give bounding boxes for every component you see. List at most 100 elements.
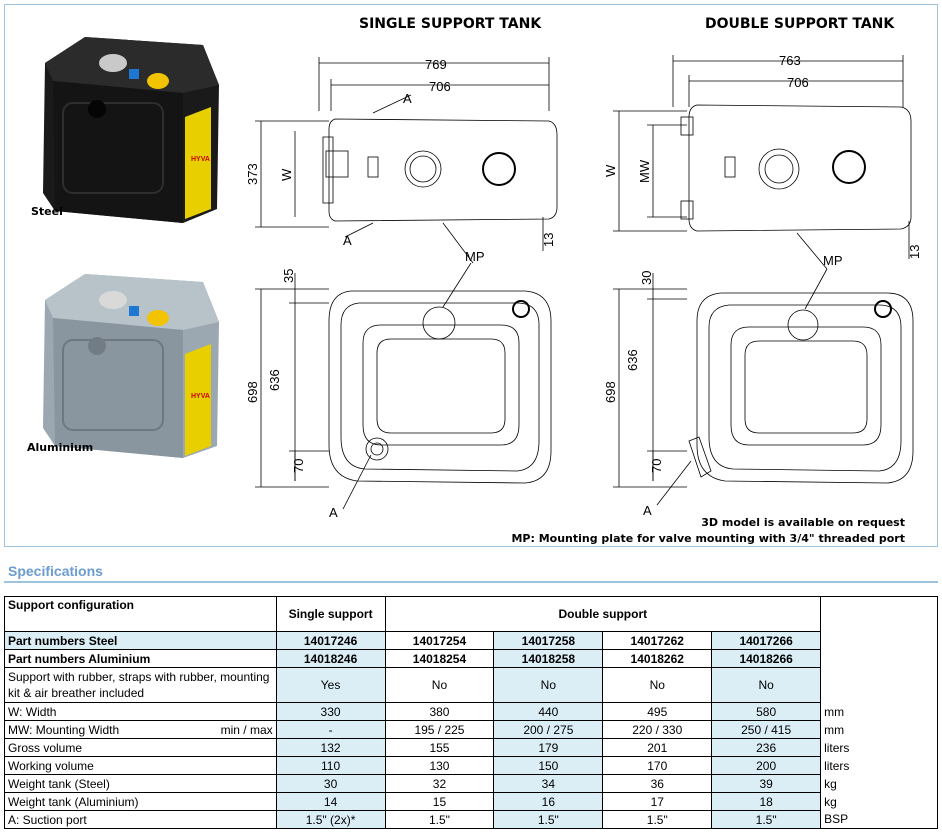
table-cell: 1.5" (2x)* xyxy=(275,810,386,829)
table-cell: 14018246 xyxy=(275,649,386,668)
table-cell: 155 xyxy=(384,738,495,757)
single-dim-70: 70 xyxy=(291,459,306,473)
table-cell: Yes xyxy=(275,667,386,703)
table-cell: 14017266 xyxy=(711,631,822,650)
double-dim-mw: MW xyxy=(637,159,652,183)
row-label: Weight tank (Steel) xyxy=(4,774,277,793)
single-dim-a-plan: A xyxy=(329,505,338,520)
double-dim-706: 706 xyxy=(787,75,809,90)
unit-cell: kg xyxy=(820,774,938,793)
table-cell: 32 xyxy=(384,774,495,793)
table-cell: 195 / 225 xyxy=(384,720,495,739)
table-cell: 1.5" xyxy=(711,810,822,829)
row-label: MW: Mounting Width min / max xyxy=(4,720,277,739)
single-dim-a-bottom: A xyxy=(343,233,352,248)
single-dim-769: 769 xyxy=(425,57,447,72)
double-dim-13: 13 xyxy=(907,245,922,259)
single-dim-13: 13 xyxy=(541,233,556,247)
table-cell: 14 xyxy=(275,792,386,811)
row-label: W: Width xyxy=(4,702,277,721)
table-cell: 220 / 330 xyxy=(602,720,713,739)
single-dim-35: 35 xyxy=(281,269,296,283)
specifications-heading: Specifications xyxy=(8,563,103,579)
unit-cell: BSP xyxy=(820,810,938,829)
single-dim-mp: MP xyxy=(465,249,485,264)
double-dim-636: 636 xyxy=(625,349,640,371)
table-cell: 1.5" xyxy=(602,810,713,829)
aluminium-tank-render: HYVA xyxy=(43,274,219,458)
table-cell: 30 xyxy=(275,774,386,793)
table-cell: 14017254 xyxy=(384,631,495,650)
label-support: Support with rubber, straps with rubber,… xyxy=(4,667,277,703)
table-cell: 330 xyxy=(275,702,386,721)
aluminium-label: Aluminium xyxy=(27,441,94,454)
table-cell: 14017258 xyxy=(493,631,604,650)
double-dim-698: 698 xyxy=(603,381,618,403)
table-cell: 132 xyxy=(275,738,386,757)
note-mounting-plate: MP: Mounting plate for valve mounting wi… xyxy=(511,532,905,545)
table-cell: 1.5" xyxy=(384,810,495,829)
table-cell: 236 xyxy=(711,738,822,757)
header-single: Single support xyxy=(275,596,386,632)
unit-cell: liters xyxy=(820,738,938,757)
row-label: A: Suction port xyxy=(4,810,277,829)
double-dim-mp: MP xyxy=(823,253,843,268)
table-cell: 14018262 xyxy=(602,649,713,668)
single-dim-636: 636 xyxy=(267,369,282,391)
single-dim-706: 706 xyxy=(429,79,451,94)
table-header-row: Support configuration Single support Dou… xyxy=(4,596,938,703)
specifications-table: Support configuration Single support Dou… xyxy=(4,596,938,829)
double-dim-763: 763 xyxy=(779,53,801,68)
label-steel: Part numbers Steel xyxy=(4,631,277,650)
table-cell: 39 xyxy=(711,774,822,793)
table-cell: 200 xyxy=(711,756,822,775)
single-dim-w: W xyxy=(279,168,294,181)
label-aluminium: Part numbers Aluminium xyxy=(4,649,277,668)
unit-cell: kg xyxy=(820,792,938,811)
row-label-text: Weight tank (Steel) xyxy=(8,776,110,791)
row-label-text: MW: Mounting Width xyxy=(8,722,120,737)
single-support-title: SINGLE SUPPORT TANK xyxy=(359,16,542,32)
unit-cell: mm xyxy=(820,720,938,739)
row-label: Working volume xyxy=(4,756,277,775)
table-cell: No xyxy=(493,667,604,703)
table-cell: 440 xyxy=(493,702,604,721)
row-label: Weight tank (Aluminium) xyxy=(4,792,277,811)
table-cell: 170 xyxy=(602,756,713,775)
table-cell: 14018258 xyxy=(493,649,604,668)
table-cell: 201 xyxy=(602,738,713,757)
double-support-title: DOUBLE SUPPORT TANK xyxy=(705,16,895,32)
double-dim-a-plan: A xyxy=(643,503,652,518)
single-support-drawing: 769 706 373 W A A 13 MP 35 636 698 70 A xyxy=(245,57,558,520)
table-cell: 16 xyxy=(493,792,604,811)
table-cell: 14017246 xyxy=(275,631,386,650)
table-cell: 580 xyxy=(711,702,822,721)
double-dim-30: 30 xyxy=(639,271,654,285)
table-cell: 179 xyxy=(493,738,604,757)
row-label-text: Gross volume xyxy=(8,740,83,755)
double-support-drawing: 763 706 W MW 13 MP 30 636 698 70 A xyxy=(603,53,922,518)
table-cell: 14018254 xyxy=(384,649,495,668)
table-row-support: Support with rubber, straps with rubber,… xyxy=(4,667,938,703)
row-label-sub: min / max xyxy=(220,722,273,737)
single-dim-a-top: A xyxy=(403,91,412,106)
unit-cell: liters xyxy=(820,756,938,775)
table-cell: 14017262 xyxy=(602,631,713,650)
table-cell: 200 / 275 xyxy=(493,720,604,739)
aluminium-tank-logo: HYVA xyxy=(191,393,210,400)
single-dim-698: 698 xyxy=(245,381,260,403)
table-cell: 34 xyxy=(493,774,604,793)
row-label-text: Weight tank (Aluminium) xyxy=(8,794,139,809)
table-cell: 15 xyxy=(384,792,495,811)
table-cell: 495 xyxy=(602,702,713,721)
table-cell: 1.5" xyxy=(493,810,604,829)
note-3d-model: 3D model is available on request xyxy=(701,516,905,529)
table-cell: 18 xyxy=(711,792,822,811)
steel-label: Steel xyxy=(31,205,63,218)
table-cell: 380 xyxy=(384,702,495,721)
